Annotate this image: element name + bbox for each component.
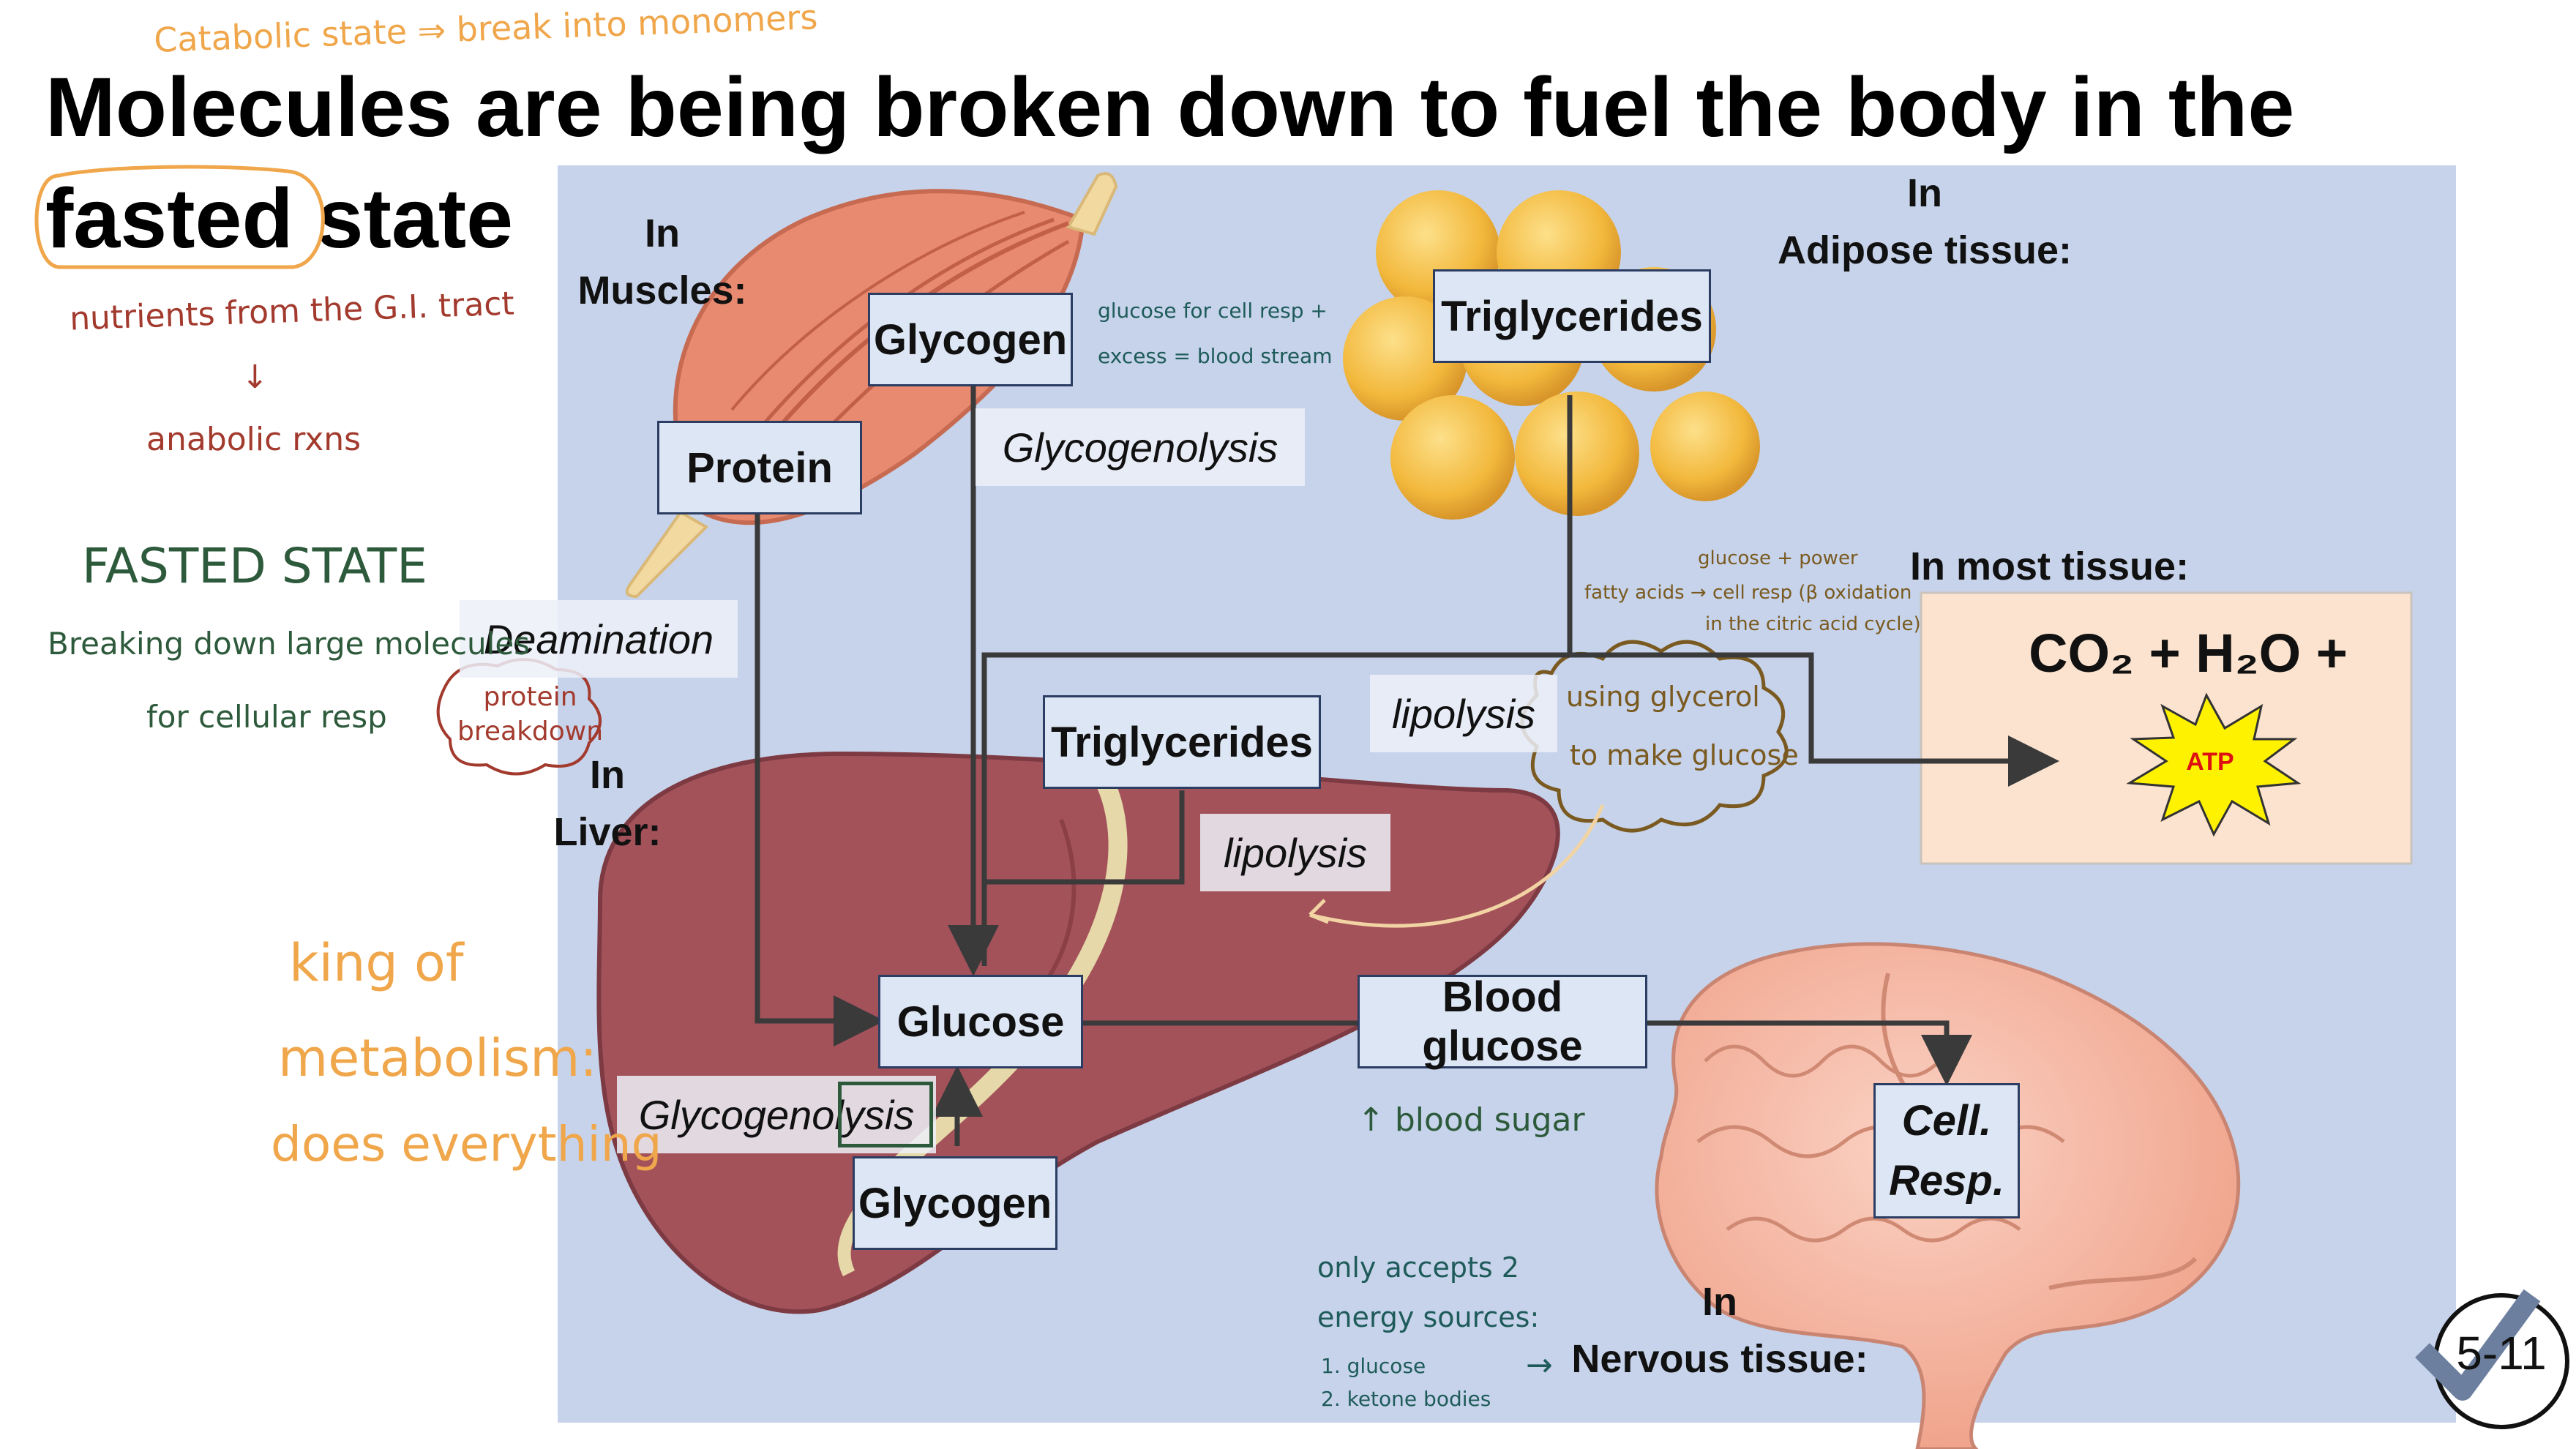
slide-number: 5-11 bbox=[2456, 1327, 2547, 1379]
note-glucose-2: excess = blood stream bbox=[1098, 344, 1333, 368]
note-nervous-arrow: → bbox=[1526, 1347, 1553, 1384]
box-blood-glucose: Blood glucose bbox=[1358, 973, 1647, 1070]
note-glycerol-2: to make glucose bbox=[1570, 739, 1799, 771]
region-adipose: In Adipose tissue: bbox=[1777, 171, 2073, 273]
pathway-arrows bbox=[755, 381, 2059, 1146]
protein-to-glucose-arrow bbox=[755, 512, 885, 1046]
fasted-highlight-loop bbox=[34, 165, 325, 269]
box-glycogen-liver: Glycogen bbox=[853, 1156, 1057, 1250]
note-fatty-2: fatty acids → cell resp (β oxidation bbox=[1584, 582, 1912, 604]
box-triglycerides-adipose: Triglycerides bbox=[1433, 269, 1711, 363]
box-cell-resp: Cell. Resp. bbox=[1873, 1083, 2020, 1218]
note-fatty-1: glucose + power bbox=[1698, 547, 1858, 569]
note-glucose-1: glucose for cell resp + bbox=[1098, 299, 1328, 323]
title-line-2: fasted state bbox=[45, 172, 514, 266]
note-king-1: king of bbox=[289, 933, 464, 993]
atp-star bbox=[2126, 692, 2302, 837]
region-nervous: In Nervous tissue: bbox=[1571, 1280, 1868, 1382]
process-deamination: Deamination bbox=[460, 600, 738, 678]
region-most-tissue: In most tissue: bbox=[1910, 544, 2190, 588]
note-protein-breakdown: protein breakdown bbox=[457, 682, 604, 746]
note-anabolic: anabolic rxns bbox=[146, 421, 362, 458]
blood-to-cell-resp-arrow bbox=[1647, 1020, 1972, 1086]
region-liver: In Liver: bbox=[553, 753, 662, 855]
note-only-1: only accepts 2 bbox=[1317, 1251, 1519, 1284]
note-only-3: 1. glucose bbox=[1321, 1354, 1426, 1378]
note-arrow-down: ↓ bbox=[242, 359, 269, 396]
equation-text: CO₂ + H₂O + bbox=[2029, 623, 2348, 684]
process-lipolysis-liver: lipolysis bbox=[1200, 814, 1390, 891]
checkmark-icon bbox=[2415, 1289, 2541, 1401]
note-glycerol-1: using glycerol bbox=[1566, 681, 1760, 713]
box-glucose: Glucose bbox=[878, 975, 1083, 1068]
glycerol-thought-bubble bbox=[1520, 640, 1789, 833]
glycerol-pointer-arrow bbox=[1309, 804, 1605, 928]
region-muscles: In Muscles: bbox=[577, 211, 747, 313]
note-king-2: metabolism: bbox=[278, 1028, 597, 1088]
note-fasted-state: FASTED STATE bbox=[82, 538, 427, 594]
process-glycogenolysis-liver: Glycogenolysis bbox=[617, 1076, 936, 1153]
process-glycogenolysis-muscle: Glycogenolysis bbox=[976, 408, 1305, 486]
glycogenolysis-highlight-box bbox=[838, 1082, 933, 1147]
note-blood-sugar: ↑ blood sugar bbox=[1358, 1101, 1585, 1139]
atp-label: ATP bbox=[2186, 748, 2234, 776]
box-glycogen-muscle: Glycogen bbox=[868, 293, 1073, 386]
title-line-1: Molecules are being broken down to fuel … bbox=[45, 61, 2295, 154]
note-breaking-down: Breaking down large molecules bbox=[48, 626, 531, 662]
box-protein: Protein bbox=[657, 421, 862, 514]
process-lipolysis-upper: lipolysis bbox=[1370, 675, 1557, 752]
note-fatty-3: in the citric acid cycle) bbox=[1705, 613, 1921, 635]
liver-triglycerides-arrow bbox=[984, 790, 1185, 885]
note-king-3: does everything bbox=[271, 1116, 662, 1172]
glycerol-pointer-head bbox=[1308, 899, 1329, 924]
box-triglycerides-liver: Triglycerides bbox=[1043, 695, 1321, 789]
note-for-cellular: for cellular resp bbox=[146, 699, 387, 735]
note-only-2: energy sources: bbox=[1317, 1301, 1540, 1333]
note-only-4: 2. ketone bodies bbox=[1321, 1387, 1491, 1411]
to-most-tissue-arrow bbox=[984, 652, 2059, 787]
